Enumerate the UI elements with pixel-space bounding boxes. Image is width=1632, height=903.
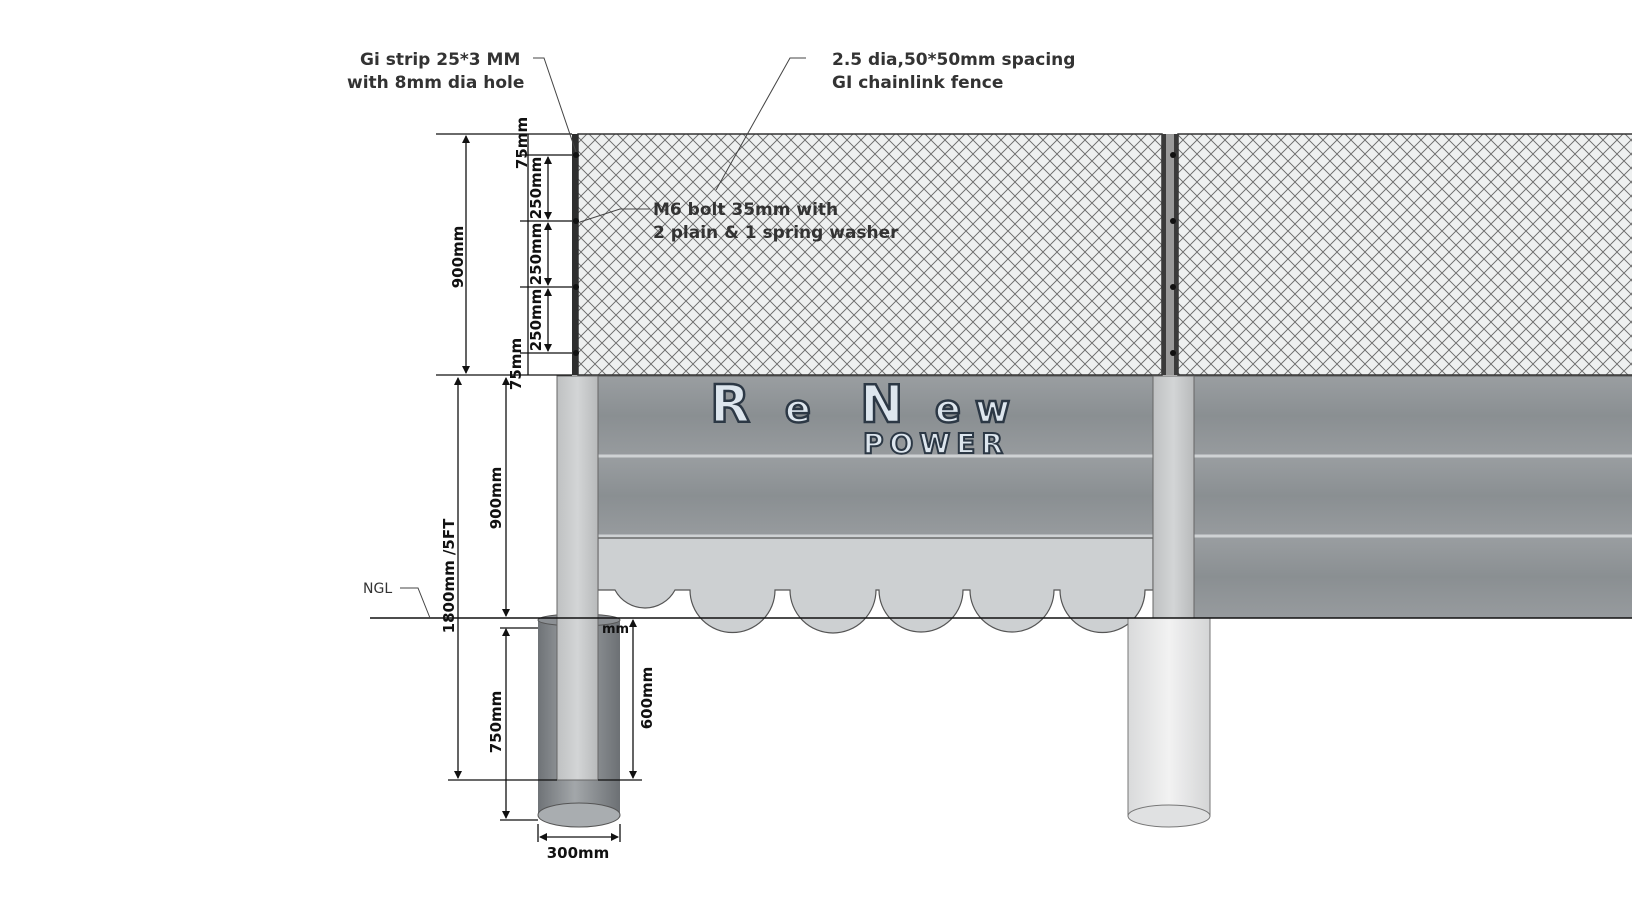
- dim-total-height: 1800mm /5FT: [440, 518, 458, 633]
- footing-right: [1127, 617, 1211, 828]
- dim-wall-height: 900mm: [487, 467, 505, 530]
- post-right: [1152, 375, 1195, 619]
- dim-footing-dia: 300mm: [547, 844, 610, 862]
- dim-embed-depth: 750mm: [487, 691, 505, 754]
- dim-spacing-1: 250mm: [527, 157, 545, 220]
- logo-letter: e: [935, 387, 961, 431]
- callout-chainlink-line2: GI chainlink fence: [832, 73, 1003, 93]
- chainlink-mesh: [577, 133, 1632, 376]
- logo-letter: R: [710, 375, 750, 435]
- callout-bolt-line1: M6 bolt 35mm with: [653, 200, 838, 220]
- logo-letter: e: [785, 387, 811, 431]
- callout-gi-strip-line1: Gi strip 25*3 MM: [360, 50, 520, 70]
- dim-top-offset: 75mm: [513, 117, 531, 169]
- logo-letter: w: [975, 387, 1010, 431]
- gi-strip: [572, 134, 1178, 375]
- bolt-markers: [573, 152, 1176, 356]
- scalloped-bottom-panel: [597, 537, 1154, 634]
- dimension-lines: [436, 133, 642, 842]
- dim-spacing-2: 250mm: [527, 223, 545, 286]
- dim-gap-label: mm: [602, 622, 629, 637]
- callout-bolt-line2: 2 plain & 1 spring washer: [653, 223, 899, 243]
- callout-gi-strip-line2: with 8mm dia hole: [347, 73, 524, 93]
- dim-post-embed: 600mm: [638, 667, 656, 730]
- ngl-label: NGL: [363, 581, 392, 597]
- logo-letter: N: [860, 375, 904, 435]
- dim-bottom-offset: 75mm: [507, 338, 525, 390]
- dim-spacing-3: 250mm: [527, 289, 545, 352]
- dim-fence-height: 900mm: [449, 226, 467, 289]
- renew-power-logo: R e N e w POWER: [709, 374, 1012, 461]
- post-left: [556, 375, 599, 781]
- precast-wall-panels: [597, 375, 1632, 619]
- callout-chainlink-line1: 2.5 dia,50*50mm spacing: [832, 50, 1075, 70]
- leader-lines: [400, 57, 806, 619]
- logo-sub: POWER: [863, 427, 1009, 460]
